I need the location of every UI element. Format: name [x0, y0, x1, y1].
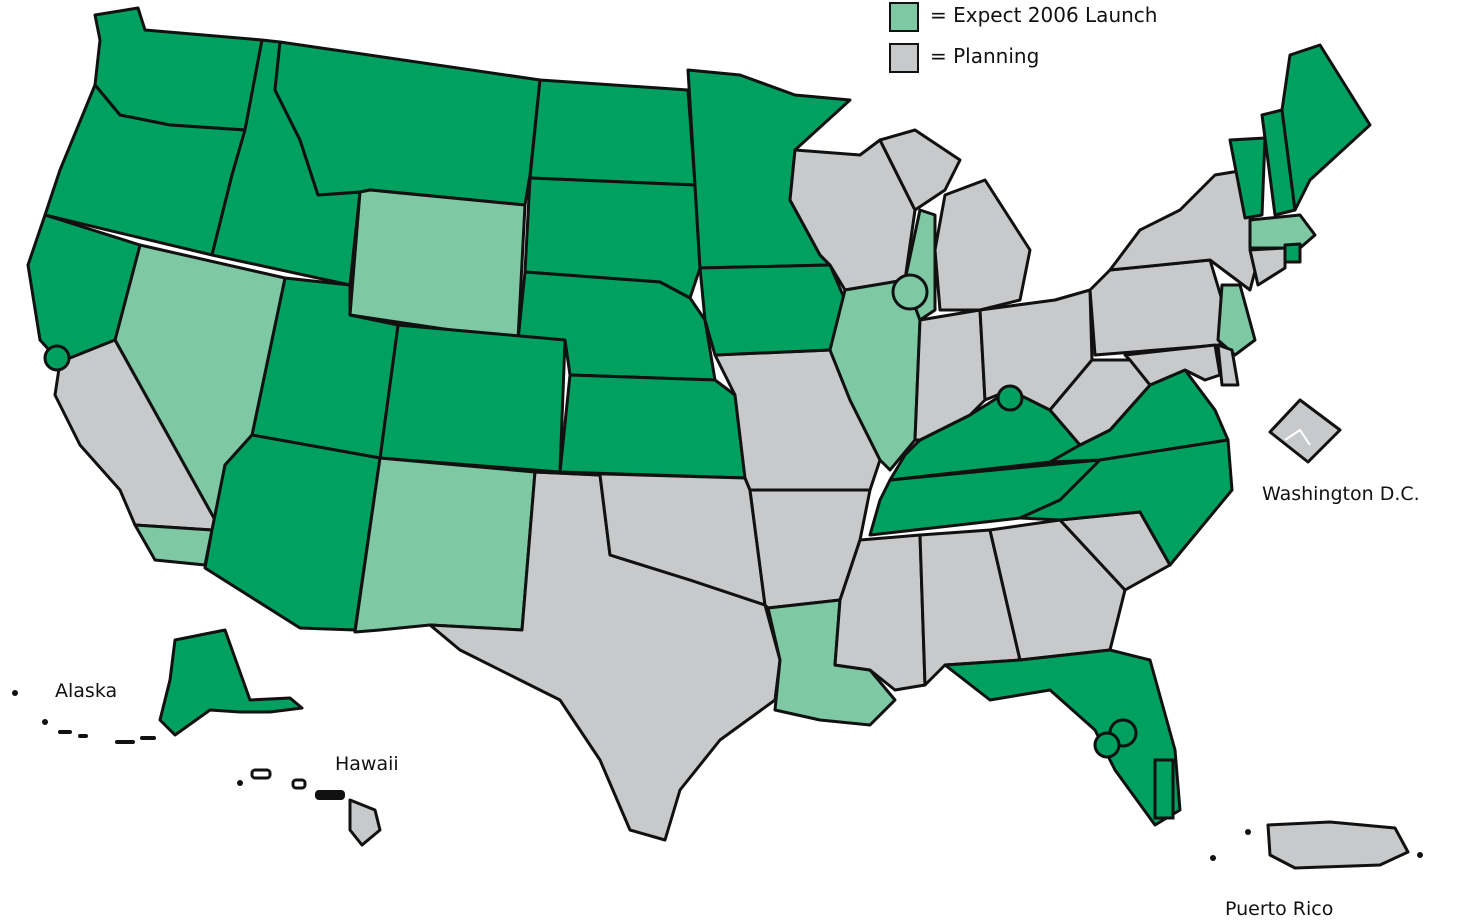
label-hawaii: Hawaii [335, 753, 399, 775]
city-marker-louisville [996, 384, 1024, 412]
region-maine [1280, 43, 1372, 212]
dc-river-line [1284, 428, 1311, 446]
region-hawaii [348, 798, 382, 847]
hawaii-islands [237, 768, 345, 800]
alaska-islands [12, 690, 156, 744]
legend-swatch-planning [889, 43, 919, 73]
region-washington-dc [1268, 398, 1342, 464]
region-montana [273, 40, 542, 207]
region-delaware [1216, 343, 1240, 387]
region-pennsylvania [1088, 258, 1227, 357]
city-marker-st-petersburg [1093, 731, 1121, 759]
region-washington [93, 6, 264, 132]
region-wyoming [348, 188, 527, 342]
region-kansas [558, 373, 747, 480]
region-iowa [698, 263, 847, 357]
region-north-dakota [528, 78, 697, 187]
city-marker-chicago [891, 273, 929, 311]
label-puerto-rico: Puerto Rico [1225, 898, 1333, 920]
region-rhode-island [1283, 242, 1302, 264]
puerto-rico-islands [1210, 829, 1423, 861]
region-connecticut [1248, 246, 1287, 287]
region-puerto-rico [1266, 820, 1410, 870]
region-arizona [203, 433, 382, 632]
region-new-mexico [353, 456, 537, 634]
region-maryland [1123, 343, 1222, 387]
region-southern-california-strip [133, 523, 214, 567]
region-florida [943, 648, 1182, 827]
label-alaska: Alaska [55, 680, 117, 702]
legend: = Expect 2006 Launch = Planning [889, 2, 1157, 73]
region-alaska [158, 628, 304, 737]
legend-label-planning: = Planning [930, 44, 1039, 68]
region-colorado [378, 323, 567, 474]
region-massachusetts [1248, 213, 1317, 250]
city-marker-miami [1153, 758, 1175, 820]
label-washington-dc: Washington D.C. [1262, 483, 1420, 505]
region-vermont [1228, 136, 1267, 220]
region-north-carolina [1018, 438, 1234, 567]
region-new-jersey [1216, 283, 1257, 357]
region-michigan-upper [878, 128, 962, 212]
legend-label-expect-2006: = Expect 2006 Launch [930, 3, 1157, 27]
city-marker-san-francisco [43, 344, 71, 372]
region-michigan [933, 178, 1032, 312]
legend-swatch-expect-2006 [889, 2, 919, 32]
